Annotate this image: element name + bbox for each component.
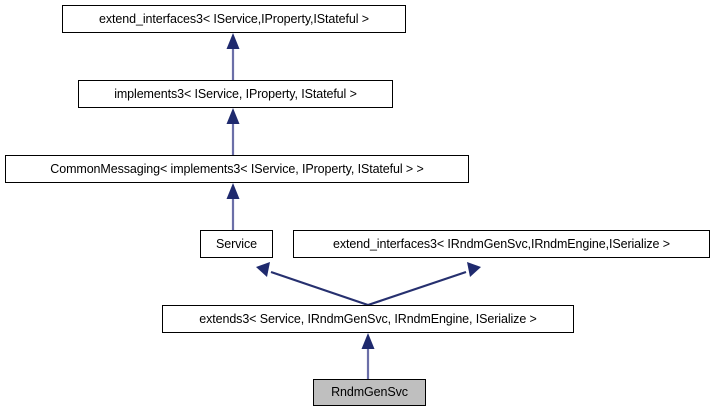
edge-extends3-to-service	[256, 262, 369, 307]
node-label: Service	[216, 236, 257, 251]
edge-service-to-common-messaging	[226, 183, 240, 230]
node-label: extend_interfaces3< IService,IProperty,I…	[99, 11, 369, 26]
node-label: extends3< Service, IRndmGenSvc, IRndmEng…	[199, 311, 537, 326]
node-common-messaging[interactable]: CommonMessaging< implements3< IService, …	[5, 155, 469, 183]
edge-common-messaging-to-implements3	[226, 108, 240, 155]
node-implements3[interactable]: implements3< IService, IProperty, IState…	[78, 80, 393, 108]
node-rndm-gen-svc[interactable]: RndmGenSvc	[313, 379, 426, 406]
edge-extends3-to-extend-interfaces3-rndm	[367, 262, 481, 307]
node-label: RndmGenSvc	[331, 385, 408, 400]
edge-implements3-to-extend-interfaces3-service	[226, 33, 240, 80]
node-label: CommonMessaging< implements3< IService, …	[50, 161, 424, 176]
edge-rndm-gen-svc-to-extends3	[361, 333, 375, 379]
node-extend-interfaces3-iservice[interactable]: extend_interfaces3< IService,IProperty,I…	[62, 5, 406, 33]
node-extend-interfaces3-irndmgensvc[interactable]: extend_interfaces3< IRndmGenSvc,IRndmEng…	[293, 230, 710, 258]
node-label: extend_interfaces3< IRndmGenSvc,IRndmEng…	[333, 236, 670, 251]
node-label: implements3< IService, IProperty, IState…	[114, 86, 357, 101]
node-extends3[interactable]: extends3< Service, IRndmGenSvc, IRndmEng…	[162, 305, 574, 333]
node-service[interactable]: Service	[200, 230, 273, 258]
